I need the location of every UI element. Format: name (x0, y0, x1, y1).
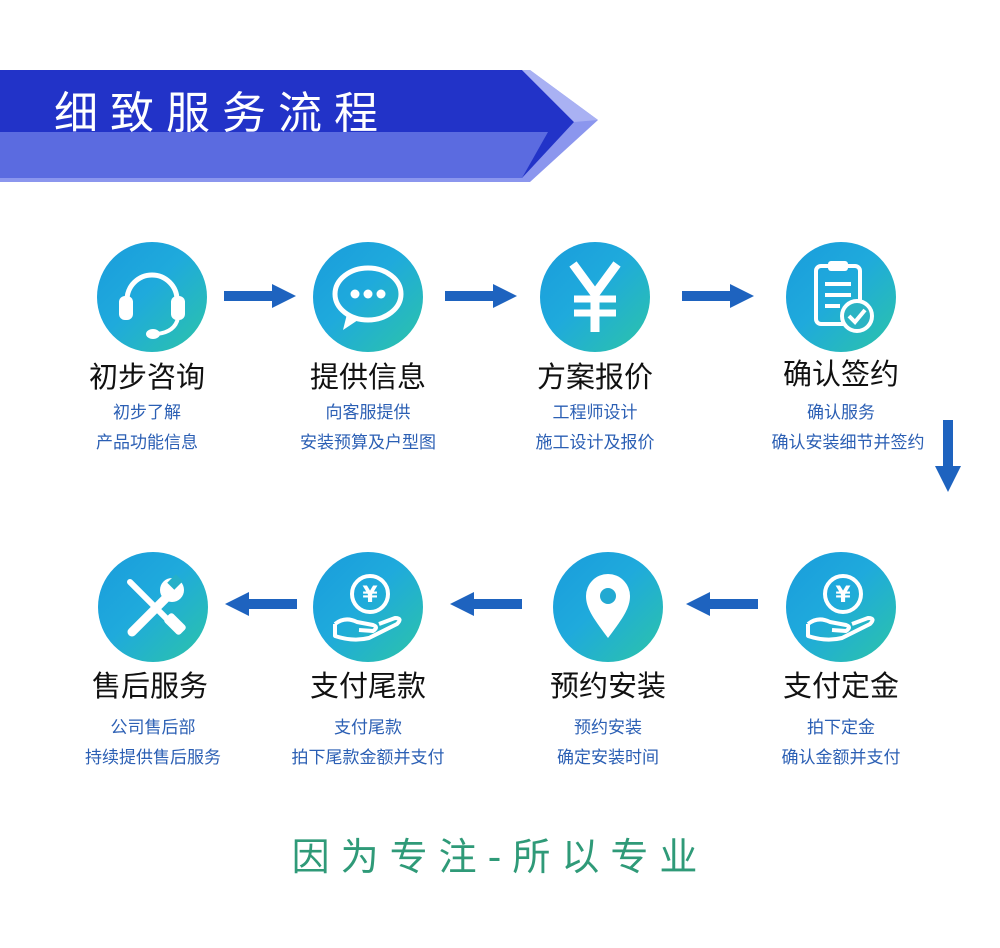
svg-text:¥: ¥ (835, 583, 851, 608)
step-desc-line1: 公司售后部 (110, 718, 196, 738)
step-desc-line2: 产品功能信息 (96, 433, 198, 453)
hand-coin-icon: ¥ (786, 552, 896, 662)
step-desc-line1: 拍下定金 (807, 718, 875, 738)
slogan: 因为专注-所以专业 (291, 835, 709, 879)
yen-icon (540, 242, 650, 352)
step-title: 支付尾款 (309, 669, 426, 703)
step-title: 提供信息 (309, 360, 426, 394)
step-title: 方案报价 (536, 360, 653, 394)
step-title: 支付定金 (782, 669, 899, 703)
step-desc-line2: 安装预算及户型图 (300, 433, 436, 453)
tools-icon (98, 552, 208, 662)
headset-icon (97, 242, 207, 352)
step-desc-line1: 预约安装 (574, 718, 642, 738)
arrow-left-icon (225, 592, 297, 616)
step-desc-line1: 工程师设计 (552, 403, 638, 423)
step-desc-line2: 确定安装时间 (557, 748, 659, 768)
step-title: 确认签约 (782, 357, 899, 391)
step-desc-line1: 初步了解 (113, 403, 181, 423)
arrow-right-icon (224, 284, 296, 308)
step-title: 预约安装 (549, 669, 666, 703)
clipboard-check-icon (786, 242, 896, 352)
step-desc-line1: 向客服提供 (325, 403, 411, 423)
svg-text:¥: ¥ (362, 583, 378, 608)
step-desc-line2: 确认安装细节并签约 (771, 433, 925, 453)
step-desc-line1: 确认服务 (807, 403, 875, 423)
hand-coin-icon: ¥ (313, 552, 423, 662)
arrow-down-icon (935, 420, 961, 492)
step-desc-line2: 持续提供售后服务 (85, 748, 221, 768)
arrow-left-icon (450, 592, 522, 616)
arrow-right-icon (445, 284, 517, 308)
chat-bubble-icon (313, 242, 423, 352)
header-banner (0, 70, 598, 182)
page-title: 细致服务流程 (54, 88, 390, 139)
step-title: 售后服务 (91, 669, 208, 703)
step-desc-line2: 拍下尾款金额并支付 (291, 748, 445, 768)
arrow-right-icon (682, 284, 754, 308)
step-desc-line2: 施工设计及报价 (535, 433, 655, 453)
location-pin-icon (553, 552, 663, 662)
step-desc-line1: 支付尾款 (334, 718, 402, 738)
step-title: 初步咨询 (88, 360, 205, 394)
arrow-left-icon (686, 592, 758, 616)
step-desc-line2: 确认金额并支付 (781, 748, 901, 768)
